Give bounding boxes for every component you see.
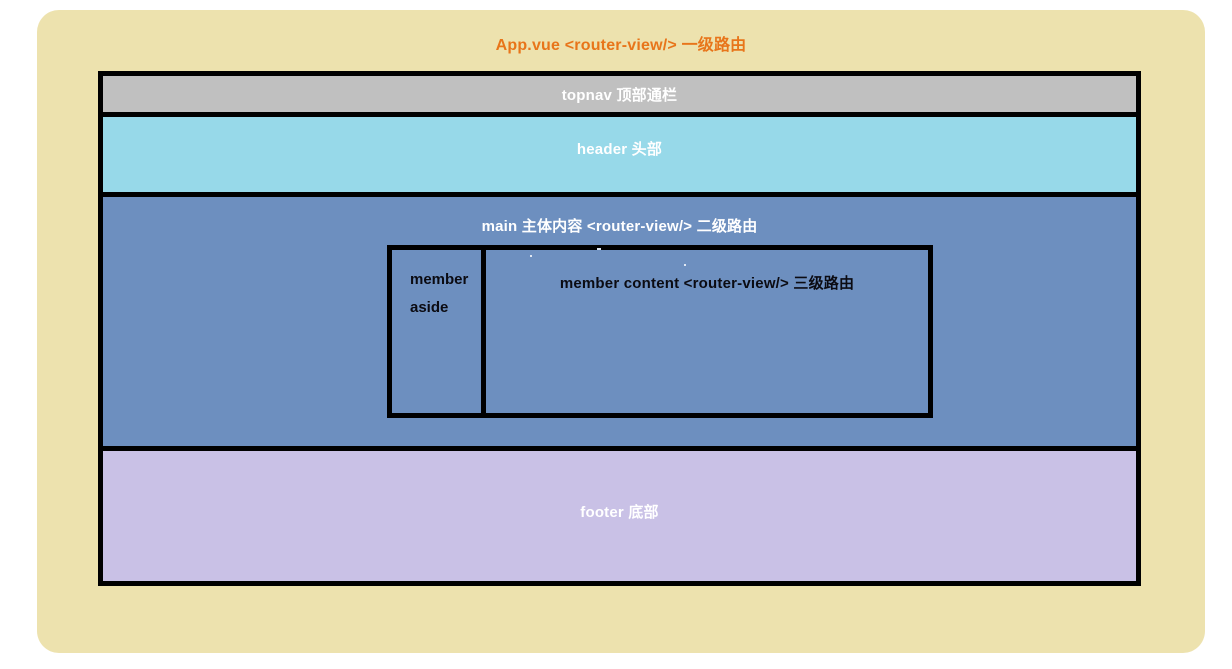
app-vue-container: App.vue <router-view/> 一级路由 topnav 顶部通栏 … [37, 10, 1205, 653]
member-layout-wrap: member aside member content <router-view… [387, 245, 933, 418]
region-footer[interactable]: footer 底部 [98, 451, 1141, 586]
page-title: App.vue <router-view/> 一级路由 [495, 37, 747, 54]
layout-stack: topnav 顶部通栏 header 头部 main 主体内容 <router-… [98, 71, 1141, 593]
artifact-speck [597, 248, 601, 250]
region-header[interactable]: header 头部 [98, 117, 1141, 197]
artifact-speck [684, 264, 686, 266]
region-main[interactable]: main 主体内容 <router-view/> 二级路由 member asi… [98, 197, 1141, 451]
member-aside-label-line2: aside [410, 299, 449, 316]
artifact-speck [530, 255, 532, 257]
region-footer-label: footer 底部 [580, 504, 659, 521]
region-member-aside[interactable]: member aside [387, 245, 486, 418]
region-main-label: main 主体内容 <router-view/> 二级路由 [481, 218, 758, 235]
region-topnav[interactable]: topnav 顶部通栏 [98, 71, 1141, 117]
region-header-label: header 头部 [576, 141, 663, 158]
member-content-label: member content <router-view/> 三级路由 [559, 275, 855, 292]
region-topnav-label: topnav 顶部通栏 [561, 86, 678, 104]
member-aside-label-line1: member [410, 271, 469, 288]
region-member-content[interactable]: member content <router-view/> 三级路由 [486, 245, 933, 418]
